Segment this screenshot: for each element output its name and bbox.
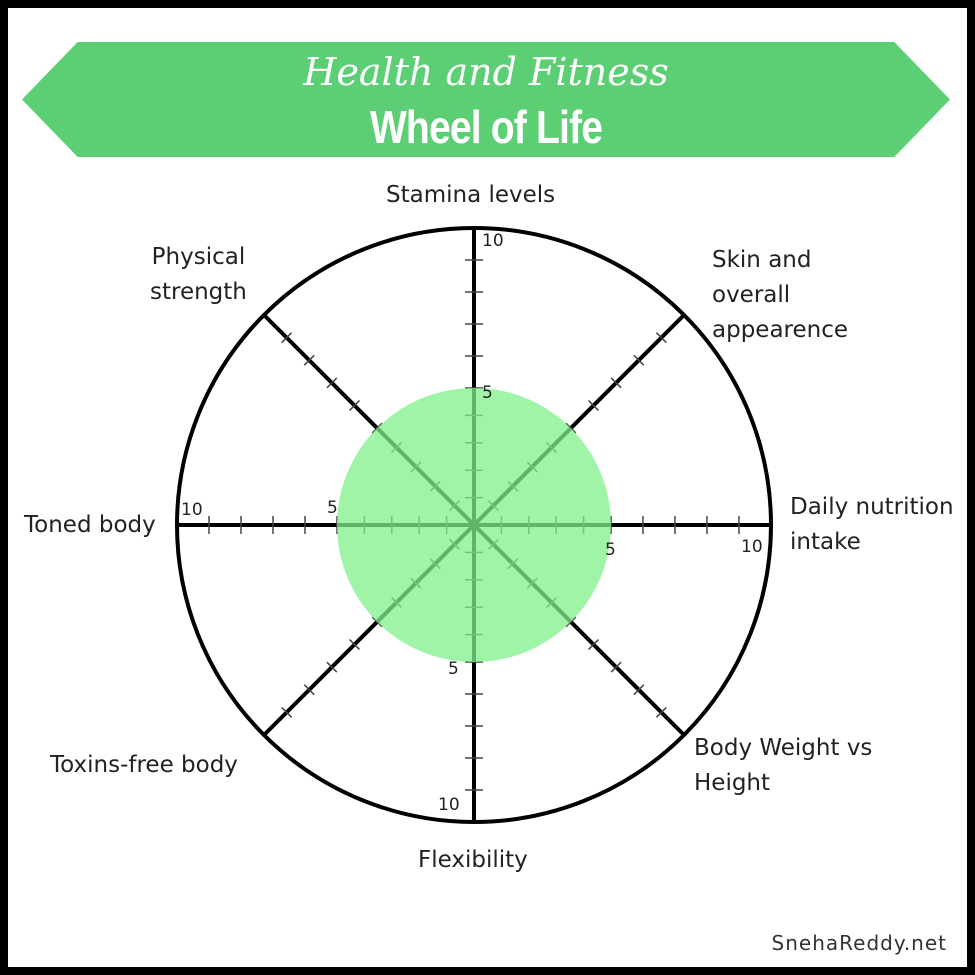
tick xyxy=(326,377,338,389)
tick xyxy=(610,377,622,389)
tick-label-max: 10 xyxy=(181,500,203,520)
tick xyxy=(371,616,383,628)
tick-label-mid: 5 xyxy=(605,540,616,560)
label-toned: Toned body xyxy=(24,512,156,538)
tick xyxy=(655,706,667,718)
tick-label-max: 10 xyxy=(482,231,504,251)
tick xyxy=(303,684,315,696)
credit-text: SnehaReddy.net xyxy=(771,931,947,955)
tick xyxy=(588,400,599,411)
tick xyxy=(281,706,293,718)
tick-label-mid: 5 xyxy=(482,383,493,403)
label-nutrition: Daily nutrition intake xyxy=(790,494,954,555)
tick xyxy=(281,332,293,344)
tick xyxy=(326,661,338,673)
label-stamina: Stamina levels xyxy=(386,182,556,208)
tick xyxy=(655,332,667,344)
tick xyxy=(349,639,360,650)
tick xyxy=(349,400,360,411)
label-flexibility: Flexibility xyxy=(418,847,528,873)
label-strength: Physical strength xyxy=(150,244,247,305)
banner-title: Wheel of Life xyxy=(369,101,603,153)
tick xyxy=(565,422,577,434)
banner-subtitle: Health and Fitness xyxy=(303,50,669,94)
tick xyxy=(303,354,315,366)
tick xyxy=(565,616,577,628)
tick-label-mid: 5 xyxy=(448,659,459,679)
label-weight: Body Weight vs Height xyxy=(694,735,873,796)
tick-label-max: 10 xyxy=(741,537,763,557)
tick xyxy=(610,661,622,673)
tick xyxy=(633,354,645,366)
tick-label-mid: 5 xyxy=(327,498,338,518)
label-toxins: Toxins-free body xyxy=(50,752,238,778)
tick xyxy=(588,639,599,650)
label-skin: Skin and overall appearence xyxy=(712,247,849,343)
wheel-diagram: 10 5 10 5 10 5 10 5 xyxy=(175,226,773,824)
tick xyxy=(633,684,645,696)
title-banner: Health and Fitness Wheel of Life xyxy=(22,42,950,157)
tick-label-max: 10 xyxy=(438,795,460,815)
score-fill-circle xyxy=(337,388,611,662)
